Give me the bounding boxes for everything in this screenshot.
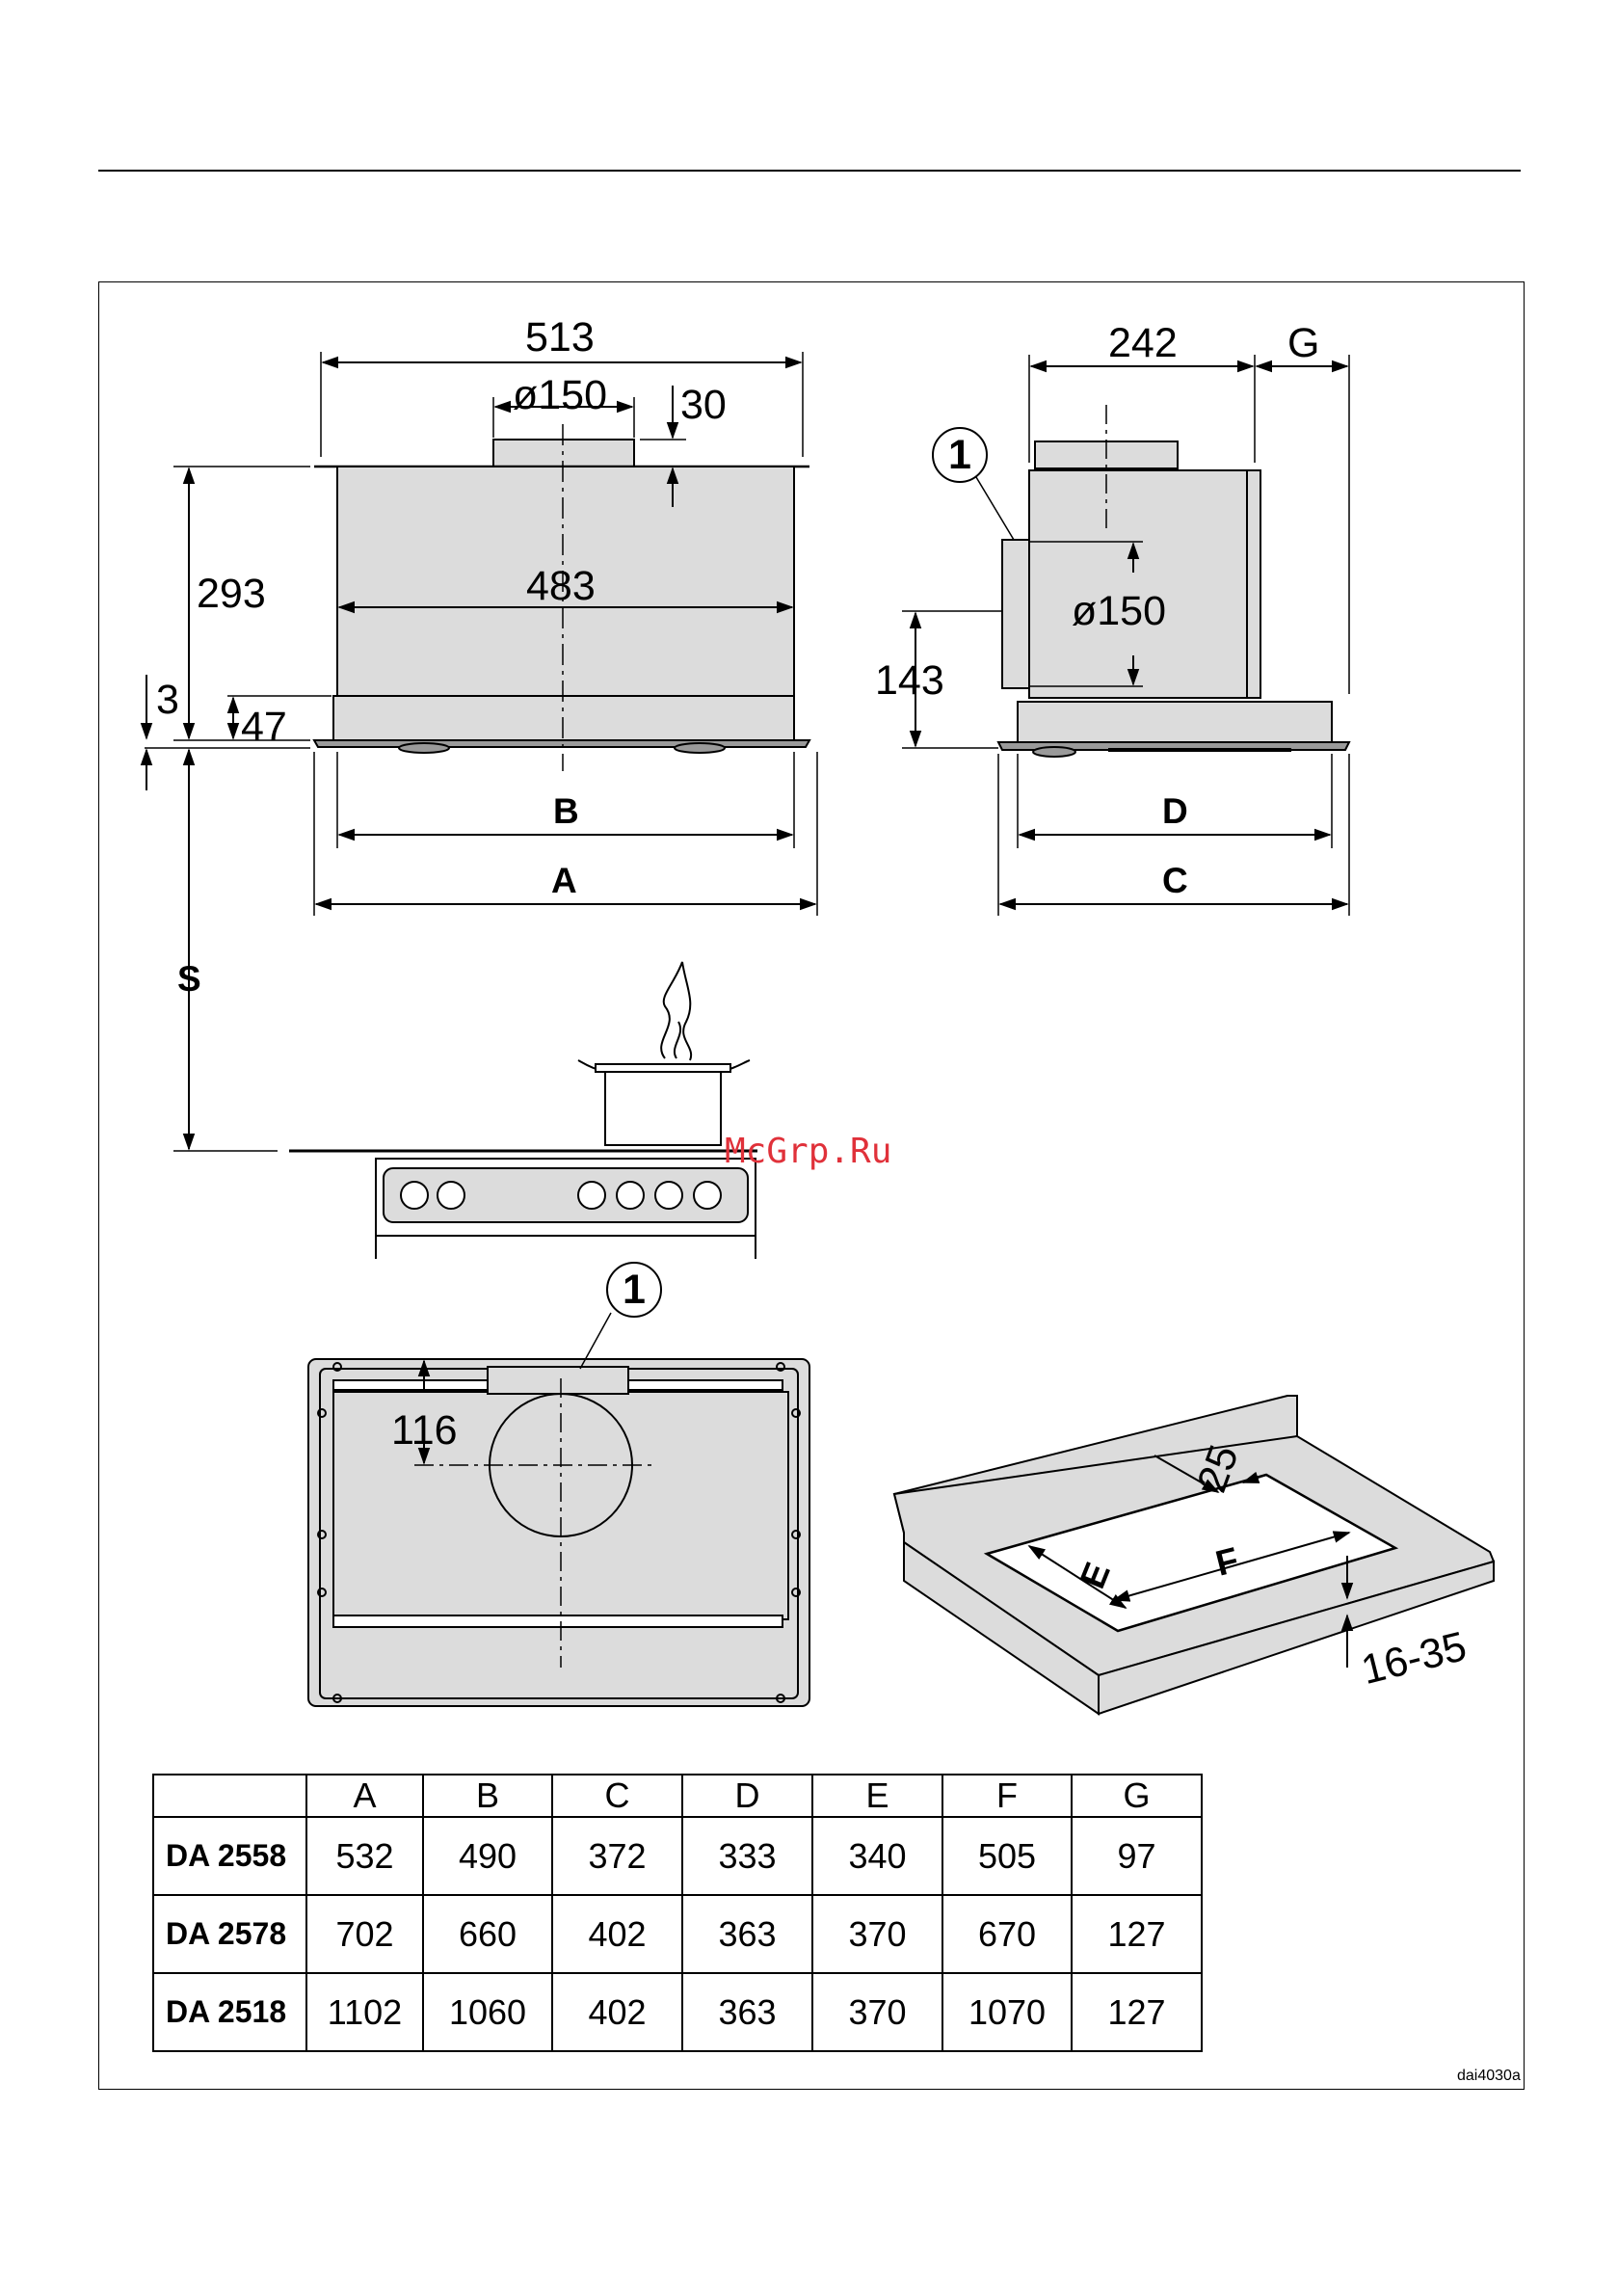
table-cell: 340: [812, 1817, 942, 1895]
label-a: A: [551, 861, 577, 900]
dim-base-height: 47: [241, 704, 287, 750]
table-cell: 363: [682, 1895, 812, 1973]
table-cell: 127: [1072, 1973, 1202, 2051]
label-d: D: [1162, 791, 1188, 831]
dimensions-table: A B C D E F G DA 2558 532 490 372 333 34…: [152, 1774, 1203, 2052]
side-base: [1018, 702, 1332, 742]
dim-duct-height: 30: [680, 382, 727, 428]
table-cell: 505: [942, 1817, 1072, 1895]
dim-thickness: 16-35: [1357, 1623, 1471, 1694]
table-header-cell: C: [552, 1775, 682, 1817]
table-cell: 1102: [306, 1973, 423, 2051]
dim-duct-offset: 143: [875, 657, 944, 704]
model-name: DA 2558: [153, 1817, 306, 1895]
table-cell: 372: [552, 1817, 682, 1895]
model-name: DA 2518: [153, 1973, 306, 2051]
dim-front-duct: ø150: [513, 372, 607, 418]
side-duct-outlet: [1002, 540, 1029, 688]
dim-top-offset: 116: [391, 1407, 458, 1454]
front-view: [145, 352, 817, 1151]
table-row: DA 2558 532 490 372 333 340 505 97: [153, 1817, 1202, 1895]
model-name: DA 2578: [153, 1895, 306, 1973]
table-cell: 670: [942, 1895, 1072, 1973]
table-cell: 127: [1072, 1895, 1202, 1973]
table-cell: 702: [306, 1895, 423, 1973]
dim-depth: 242: [1108, 320, 1178, 366]
table-cell: 532: [306, 1817, 423, 1895]
table-header-cell: A: [306, 1775, 423, 1817]
table-header-row: A B C D E F G: [153, 1775, 1202, 1817]
top-view: [308, 1263, 809, 1706]
dim-inner-width: 483: [526, 563, 596, 609]
front-base: [333, 696, 794, 740]
table-cell: 660: [423, 1895, 552, 1973]
table-cell: 490: [423, 1817, 552, 1895]
table-header-cell: D: [682, 1775, 812, 1817]
table-cell: 402: [552, 1895, 682, 1973]
dim-overall-width: 513: [525, 314, 595, 360]
label-c: C: [1162, 861, 1188, 900]
top-duct-collar: [488, 1367, 628, 1394]
side-callout-number: 1: [948, 432, 971, 478]
label-b: B: [553, 791, 579, 831]
table-header-cell: [153, 1775, 306, 1817]
watermark: McGrp.Ru: [725, 1132, 891, 1171]
dim-gap: 3: [156, 677, 179, 723]
side-body: [1029, 470, 1247, 698]
label-s: S: [177, 959, 201, 999]
table-row: DA 2518 1102 1060 402 363 370 1070 127: [153, 1973, 1202, 2051]
table-cell: 1060: [423, 1973, 552, 2051]
label-g: G: [1287, 320, 1319, 366]
cooktop-scene: [289, 962, 757, 1259]
table-cell: 402: [552, 1973, 682, 2051]
table-cell: 370: [812, 1895, 942, 1973]
table-cell: 333: [682, 1817, 812, 1895]
table-header-cell: E: [812, 1775, 942, 1817]
front-duct-collar: [493, 440, 634, 467]
table-header-cell: B: [423, 1775, 552, 1817]
table-header-cell: G: [1072, 1775, 1202, 1817]
top-callout-number: 1: [623, 1267, 646, 1313]
table-header-cell: F: [942, 1775, 1072, 1817]
table-cell: 363: [682, 1973, 812, 2051]
table-row: DA 2578 702 660 402 363 370 670 127: [153, 1895, 1202, 1973]
table-cell: 370: [812, 1973, 942, 2051]
table-cell: 97: [1072, 1817, 1202, 1895]
drawing-code: dai4030a: [1457, 2068, 1521, 2084]
table-cell: 1070: [942, 1973, 1072, 2051]
pot-icon: [605, 1070, 721, 1145]
dim-height: 293: [197, 571, 266, 617]
dim-side-duct: ø150: [1072, 588, 1166, 634]
